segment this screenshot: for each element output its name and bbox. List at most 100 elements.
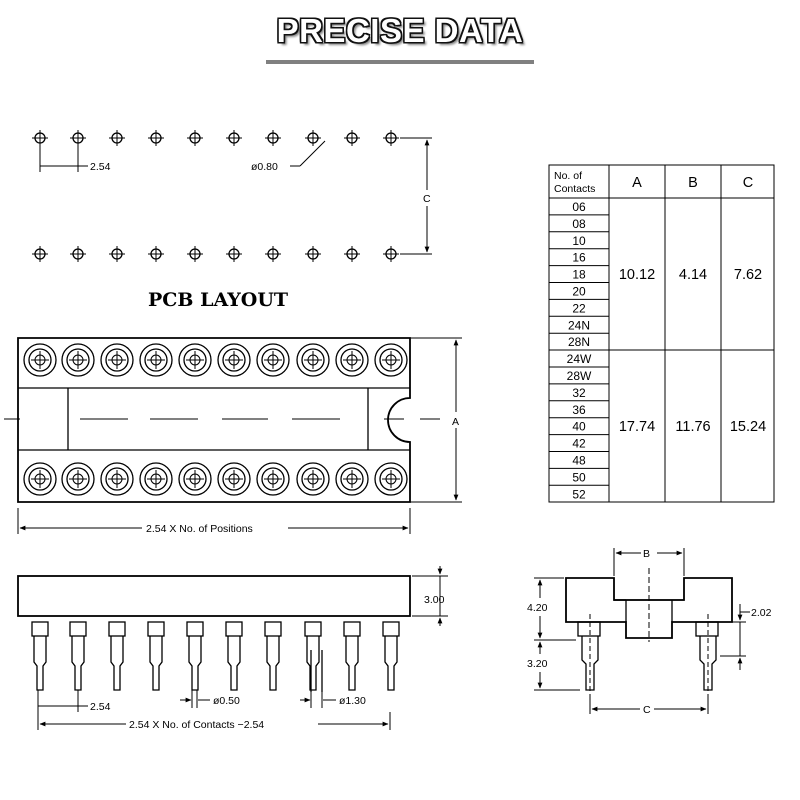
side-length-label: 2.54 X No. of Contacts −2.54	[129, 719, 264, 731]
table-contacts-cell: 16	[572, 251, 586, 265]
pcb-pitch-dimension: 2.54	[39, 145, 111, 173]
side-pin-diameter-dimension: ø0.50	[180, 690, 240, 708]
pcb-layout: 2.54 ø0.80 C PCB LAYOUT	[32, 130, 432, 311]
pcb-hole	[344, 130, 360, 146]
table-contacts-cell: 48	[572, 454, 586, 468]
table-contacts-cell: 28W	[567, 369, 592, 383]
side-pin	[108, 621, 126, 691]
table-contacts-cell: 24N	[568, 318, 590, 332]
socket-top-view: A 2.54 X No. of Positions	[4, 337, 462, 535]
side-pin	[382, 621, 400, 691]
pcb-top-hole-row	[32, 130, 399, 146]
pcb-bottom-hole-row	[32, 246, 399, 262]
end-c-label: C	[643, 704, 651, 716]
side-height-label: 3.00	[424, 594, 445, 606]
table-contacts-cell: 28N	[568, 335, 590, 349]
pcb-hole	[265, 130, 281, 146]
table-header-b: B	[688, 175, 698, 191]
pcb-hole	[226, 130, 242, 146]
table-contacts-cell: 06	[572, 200, 586, 214]
socket-contact	[139, 343, 173, 377]
table-contacts-cell: 22	[572, 301, 586, 315]
socket-a-label: A	[452, 416, 459, 428]
side-pitch-label: 2.54	[90, 701, 111, 713]
table-header-contacts-line1: No. of	[554, 170, 582, 182]
side-pitch-dimension: 2.54	[37, 690, 111, 713]
pcb-pitch-label: 2.54	[90, 161, 111, 173]
end-b-label: B	[643, 548, 650, 560]
socket-contact	[178, 343, 212, 377]
socket-contact	[178, 462, 212, 496]
table-contacts-cell: 40	[572, 420, 586, 434]
pcb-c-label: C	[423, 193, 431, 205]
side-pin	[147, 621, 165, 691]
pcb-hole	[226, 246, 242, 262]
pcb-hole	[305, 246, 321, 262]
table-contacts-cell: 52	[572, 487, 586, 501]
pcb-hole	[187, 130, 203, 146]
pcb-hole-dimension: ø0.80	[251, 140, 326, 173]
title-underline	[266, 60, 534, 64]
table-contacts-cell: 36	[572, 403, 586, 417]
socket-bottom-pin-row	[23, 462, 408, 496]
table-header-contacts-line2: Contacts	[554, 183, 595, 195]
socket-contact	[296, 462, 330, 496]
pcb-hole	[305, 130, 321, 146]
pcb-hole	[148, 246, 164, 262]
side-pin	[343, 621, 361, 691]
table-value-b: 4.14	[679, 267, 707, 283]
socket-end-view: B 4.20 3.20 2.02	[527, 548, 772, 716]
end-view-left-pin	[577, 614, 601, 696]
pcb-layout-label: PCB LAYOUT	[148, 289, 288, 311]
table-contacts-cell: 18	[572, 268, 586, 282]
side-view-pins	[31, 621, 400, 692]
socket-a-dimension: A	[410, 337, 462, 503]
pcb-hole-label: ø0.80	[251, 161, 278, 173]
socket-contact	[217, 462, 251, 496]
socket-contact	[23, 462, 57, 496]
end-h1-label: 4.20	[527, 602, 548, 614]
socket-contact	[23, 343, 57, 377]
pcb-hole	[148, 130, 164, 146]
side-pin	[304, 621, 322, 691]
side-length-dimension: 2.54 X No. of Contacts −2.54	[37, 712, 391, 731]
side-pin	[69, 621, 87, 691]
table-value-b: 11.76	[675, 419, 710, 435]
end-height-dimensions: 4.20 3.20	[527, 577, 580, 691]
socket-contact	[296, 343, 330, 377]
pcb-hole	[109, 246, 125, 262]
pcb-hole	[383, 130, 399, 146]
end-h2-label: 3.20	[527, 658, 548, 670]
table-value-c: 7.62	[734, 267, 762, 283]
socket-width-label: 2.54 X No. of Positions	[146, 523, 253, 535]
side-pin-diameter2-label: ø1.30	[339, 695, 366, 707]
table-header-c: C	[743, 175, 753, 191]
table-contacts-cell: 32	[572, 386, 586, 400]
side-pin	[186, 621, 204, 691]
table-contacts-cell: 08	[572, 217, 586, 231]
pcb-hole	[265, 246, 281, 262]
socket-contact	[61, 343, 95, 377]
pcb-hole	[187, 246, 203, 262]
socket-width-dimension: 2.54 X No. of Positions	[17, 508, 411, 535]
table-header-a: A	[632, 175, 642, 191]
table-contacts-cell: 24W	[567, 352, 592, 366]
table-contacts-cell: 10	[572, 234, 586, 248]
table-contacts-cell: 42	[572, 437, 586, 451]
table-contacts-cell: 50	[572, 470, 586, 484]
end-b-dimension: B	[613, 548, 685, 576]
table-contacts-cell: 20	[572, 285, 586, 299]
page-title: PRECISE DATA	[276, 12, 524, 49]
socket-contact	[256, 462, 290, 496]
pcb-hole	[32, 130, 48, 146]
socket-contact	[100, 343, 134, 377]
socket-contact	[217, 343, 251, 377]
side-pin-diameter2-dimension: ø1.30	[300, 690, 366, 708]
socket-contact	[374, 343, 408, 377]
socket-contact	[374, 462, 408, 496]
end-h3-label: 2.02	[751, 607, 772, 619]
table-value-a: 17.74	[619, 419, 655, 435]
socket-contact	[335, 343, 369, 377]
